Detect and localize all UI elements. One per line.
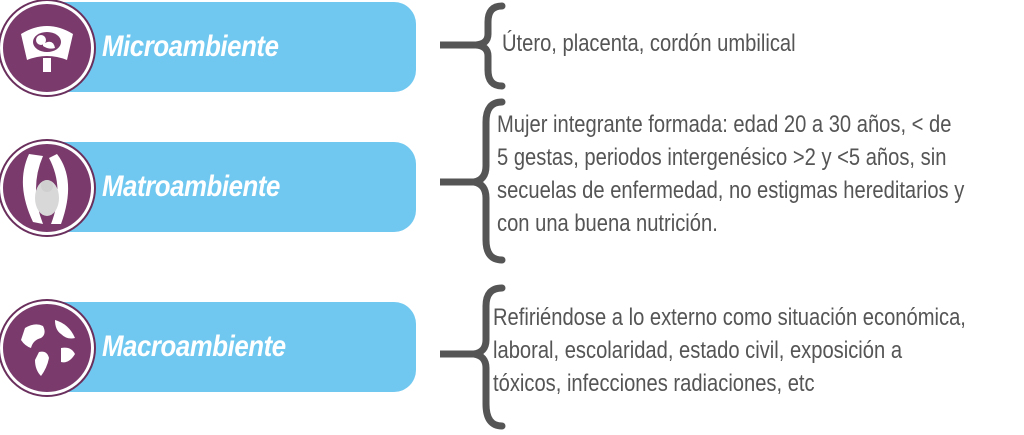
description-line: 5 gestas, periodos intergenésico >2 y <5… <box>497 144 947 171</box>
description-line: Mujer integrante formada: edad 20 a 30 a… <box>497 111 952 138</box>
description-line: secuelas de enfermedad, no estigmas here… <box>497 177 965 204</box>
brace-3 <box>440 284 506 430</box>
pregnant-woman-icon <box>0 141 94 235</box>
brace-2 <box>440 98 506 264</box>
description-line: con una buena nutrición. <box>497 210 718 237</box>
microambiente-label: Microambiente <box>102 30 279 63</box>
description-line: tóxicos, infecciones radiaciones, etc <box>493 370 815 397</box>
matroambiente-description: Mujer integrante formada: edad 20 a 30 a… <box>497 108 964 240</box>
macroambiente-label: Macroambiente <box>102 330 286 363</box>
microambiente-description: Útero, placenta, cordón umbilical <box>502 27 796 60</box>
macroambiente-description: Refiriéndose a lo externo como situación… <box>493 301 966 400</box>
macroambiente-pill: Macroambiente <box>38 302 416 392</box>
brace-1 <box>440 2 506 90</box>
matroambiente-label: Matroambiente <box>102 170 280 203</box>
description-line: Refiriéndose a lo externo como situación… <box>493 304 966 331</box>
description-line: Útero, placenta, cordón umbilical <box>502 30 796 57</box>
globe-icon <box>0 301 94 395</box>
description-line: laboral, escolaridad, estado civil, expo… <box>493 337 903 364</box>
microambiente-pill: Microambiente <box>38 2 416 92</box>
uterus-fetus-icon <box>0 1 94 95</box>
matroambiente-pill: Matroambiente <box>38 142 416 232</box>
